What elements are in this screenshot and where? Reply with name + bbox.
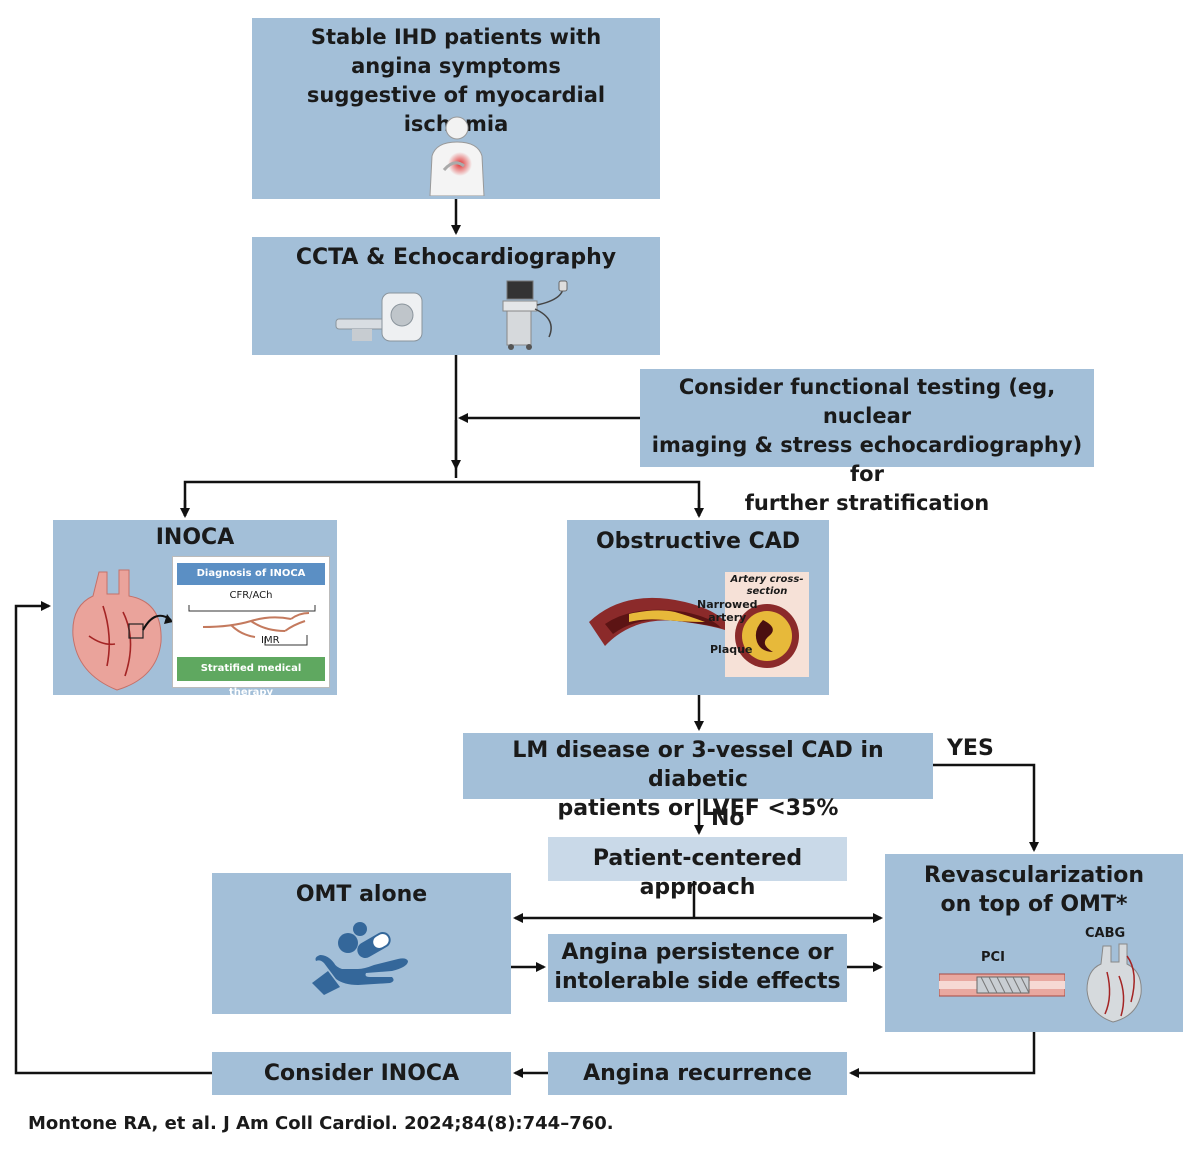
patient-centered-box: Patient-centered approach [548,837,847,900]
no-label: No [711,806,745,831]
obstructive-cad-title: Obstructive CAD [595,529,801,554]
heart-icon [72,569,162,691]
artery-cross-section-icon [735,604,799,668]
angina-persistence-box: Angina persistence or intolerable side e… [548,934,847,1002]
zoom-arrow [142,614,173,631]
patient-chest-pain-icon [429,116,485,196]
yes-label: YES [947,736,994,761]
angina-recurrence-label: Angina recurrence [583,1061,812,1086]
ccta-label: CCTA & Echocardiography [295,245,617,270]
plaque-label: Plaque [710,643,753,656]
endotype-header: Diagnosis of INOCA endotype [177,563,325,601]
cfr-ach-label: CFR/ACh [229,590,273,601]
cabg-label: CABG [1085,926,1126,941]
artery-icon [589,597,731,646]
inoca-box: INOCA Diagnosis of INOCA endotype CFR/AC… [53,520,337,698]
ct-scanner-icon [335,292,423,342]
inoca-endotype-panel: Diagnosis of INOCA endotype CFR/ACh IMR … [172,556,330,698]
functional-testing-label: Consider functional testing (eg, nuclear… [651,375,1083,515]
cabg-heart-icon [1086,943,1142,1023]
revascularization-box: Revascularization on top of OMT* PCI CAB… [885,854,1183,1032]
stent-icon [939,973,1065,997]
echo-machine-icon [502,280,568,350]
lm-disease-box: LM disease or 3-vessel CAD in diabetic p… [463,733,933,821]
stratified-therapy-footer: Stratified medical therapy [177,657,325,698]
lm-disease-label: LM disease or 3-vessel CAD in diabetic p… [512,738,884,821]
microvasculature-icon [188,605,316,646]
angina-persistence-label: Angina persistence or intolerable side e… [554,940,841,994]
pci-label: PCI [981,950,1005,965]
imr-label: IMR [261,635,280,646]
patients-box: Stable IHD patients with angina symptoms… [252,18,660,199]
consider-inoca-label: Consider INOCA [263,1061,460,1086]
functional-testing-box: Consider functional testing (eg, nuclear… [640,369,1094,515]
omt-alone-box: OMT alone [212,873,511,1014]
pill-hand-icon [312,922,408,995]
patient-centered-label: Patient-centered approach [592,846,803,900]
consider-inoca-box: Consider INOCA [212,1052,511,1095]
omt-alone-title: OMT alone [295,882,428,907]
ccta-box: CCTA & Echocardiography [252,237,660,355]
inoca-title: INOCA [155,525,235,550]
angina-recurrence-box: Angina recurrence [548,1052,847,1095]
citation: Montone RA, et al. J Am Coll Cardiol. 20… [28,1113,614,1134]
revascularization-title: Revascularization on top of OMT* [923,863,1145,917]
cross-section-panel: Artery cross- section [725,572,809,677]
cross-section-label: Artery cross- section [730,574,804,597]
narrowed-artery-label: Narrowed artery [697,598,758,624]
obstructive-cad-box: Obstructive CAD Artery cross- section Na… [567,520,829,695]
